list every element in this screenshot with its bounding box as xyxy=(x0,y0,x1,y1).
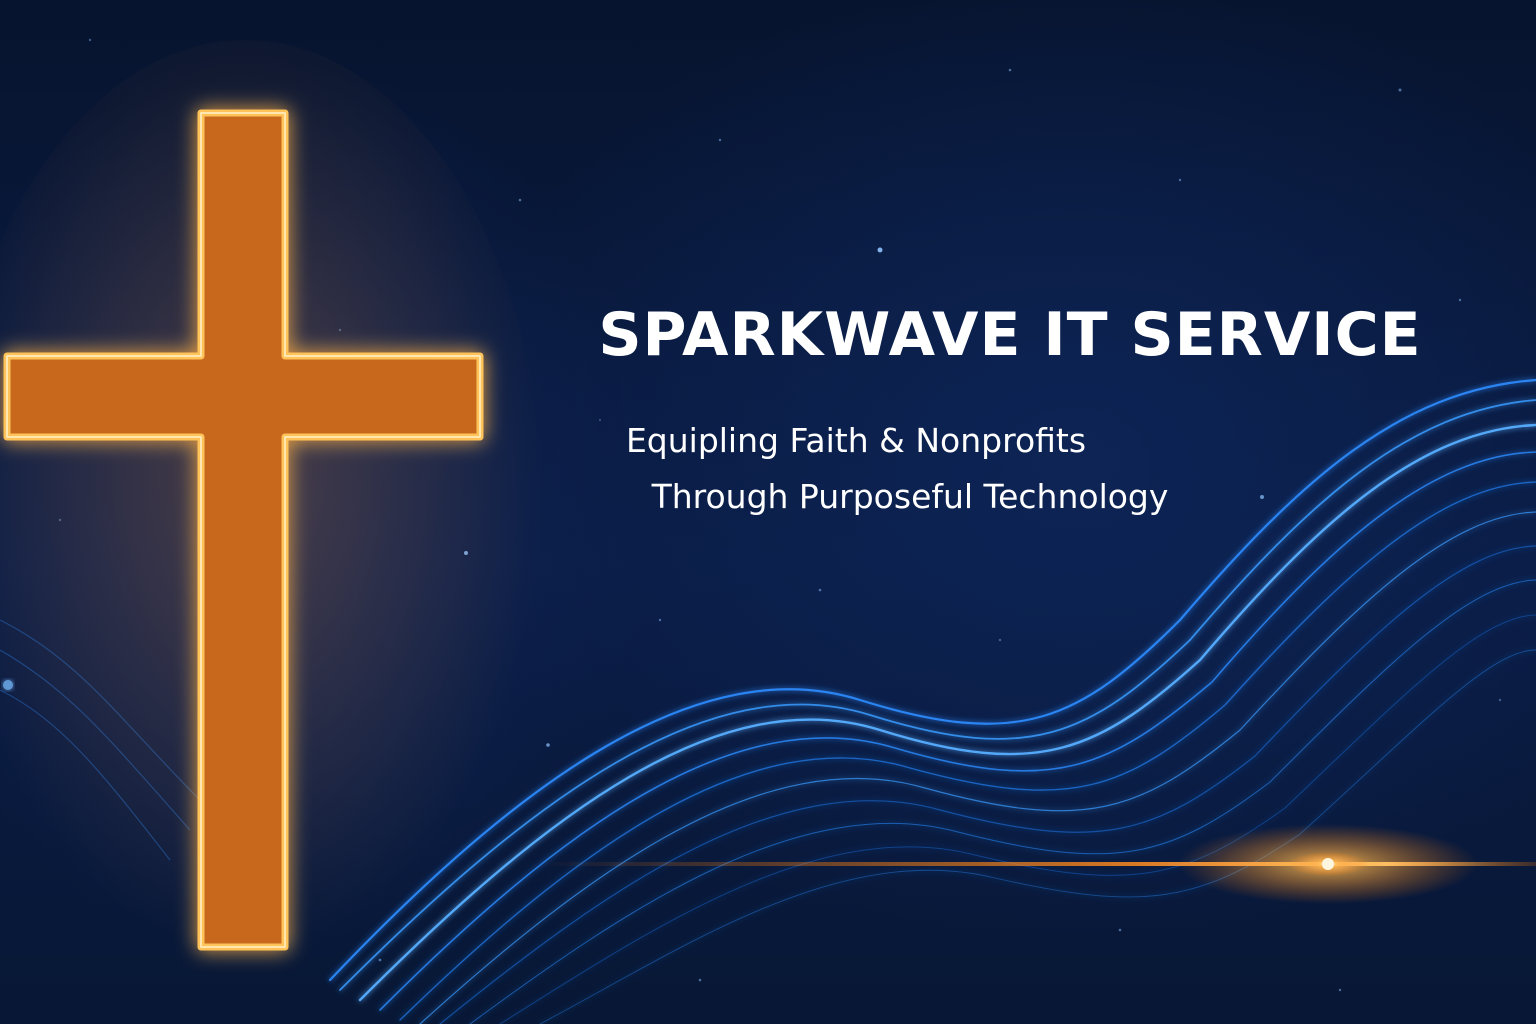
tagline-line-1: Equipling Faith & Nonprofits xyxy=(625,421,1087,460)
wave-ribbons xyxy=(328,378,1536,1024)
cross-icon xyxy=(0,40,545,1000)
orange-flare xyxy=(540,824,1536,904)
star-field xyxy=(58,38,1502,992)
brand-title: SPARKWAVE IT SERVICE xyxy=(598,300,1422,370)
tagline-line-2: Through Purposeful Technology xyxy=(651,477,1169,516)
tagline: Equipling Faith & Nonprofits Through Pur… xyxy=(560,413,1260,525)
